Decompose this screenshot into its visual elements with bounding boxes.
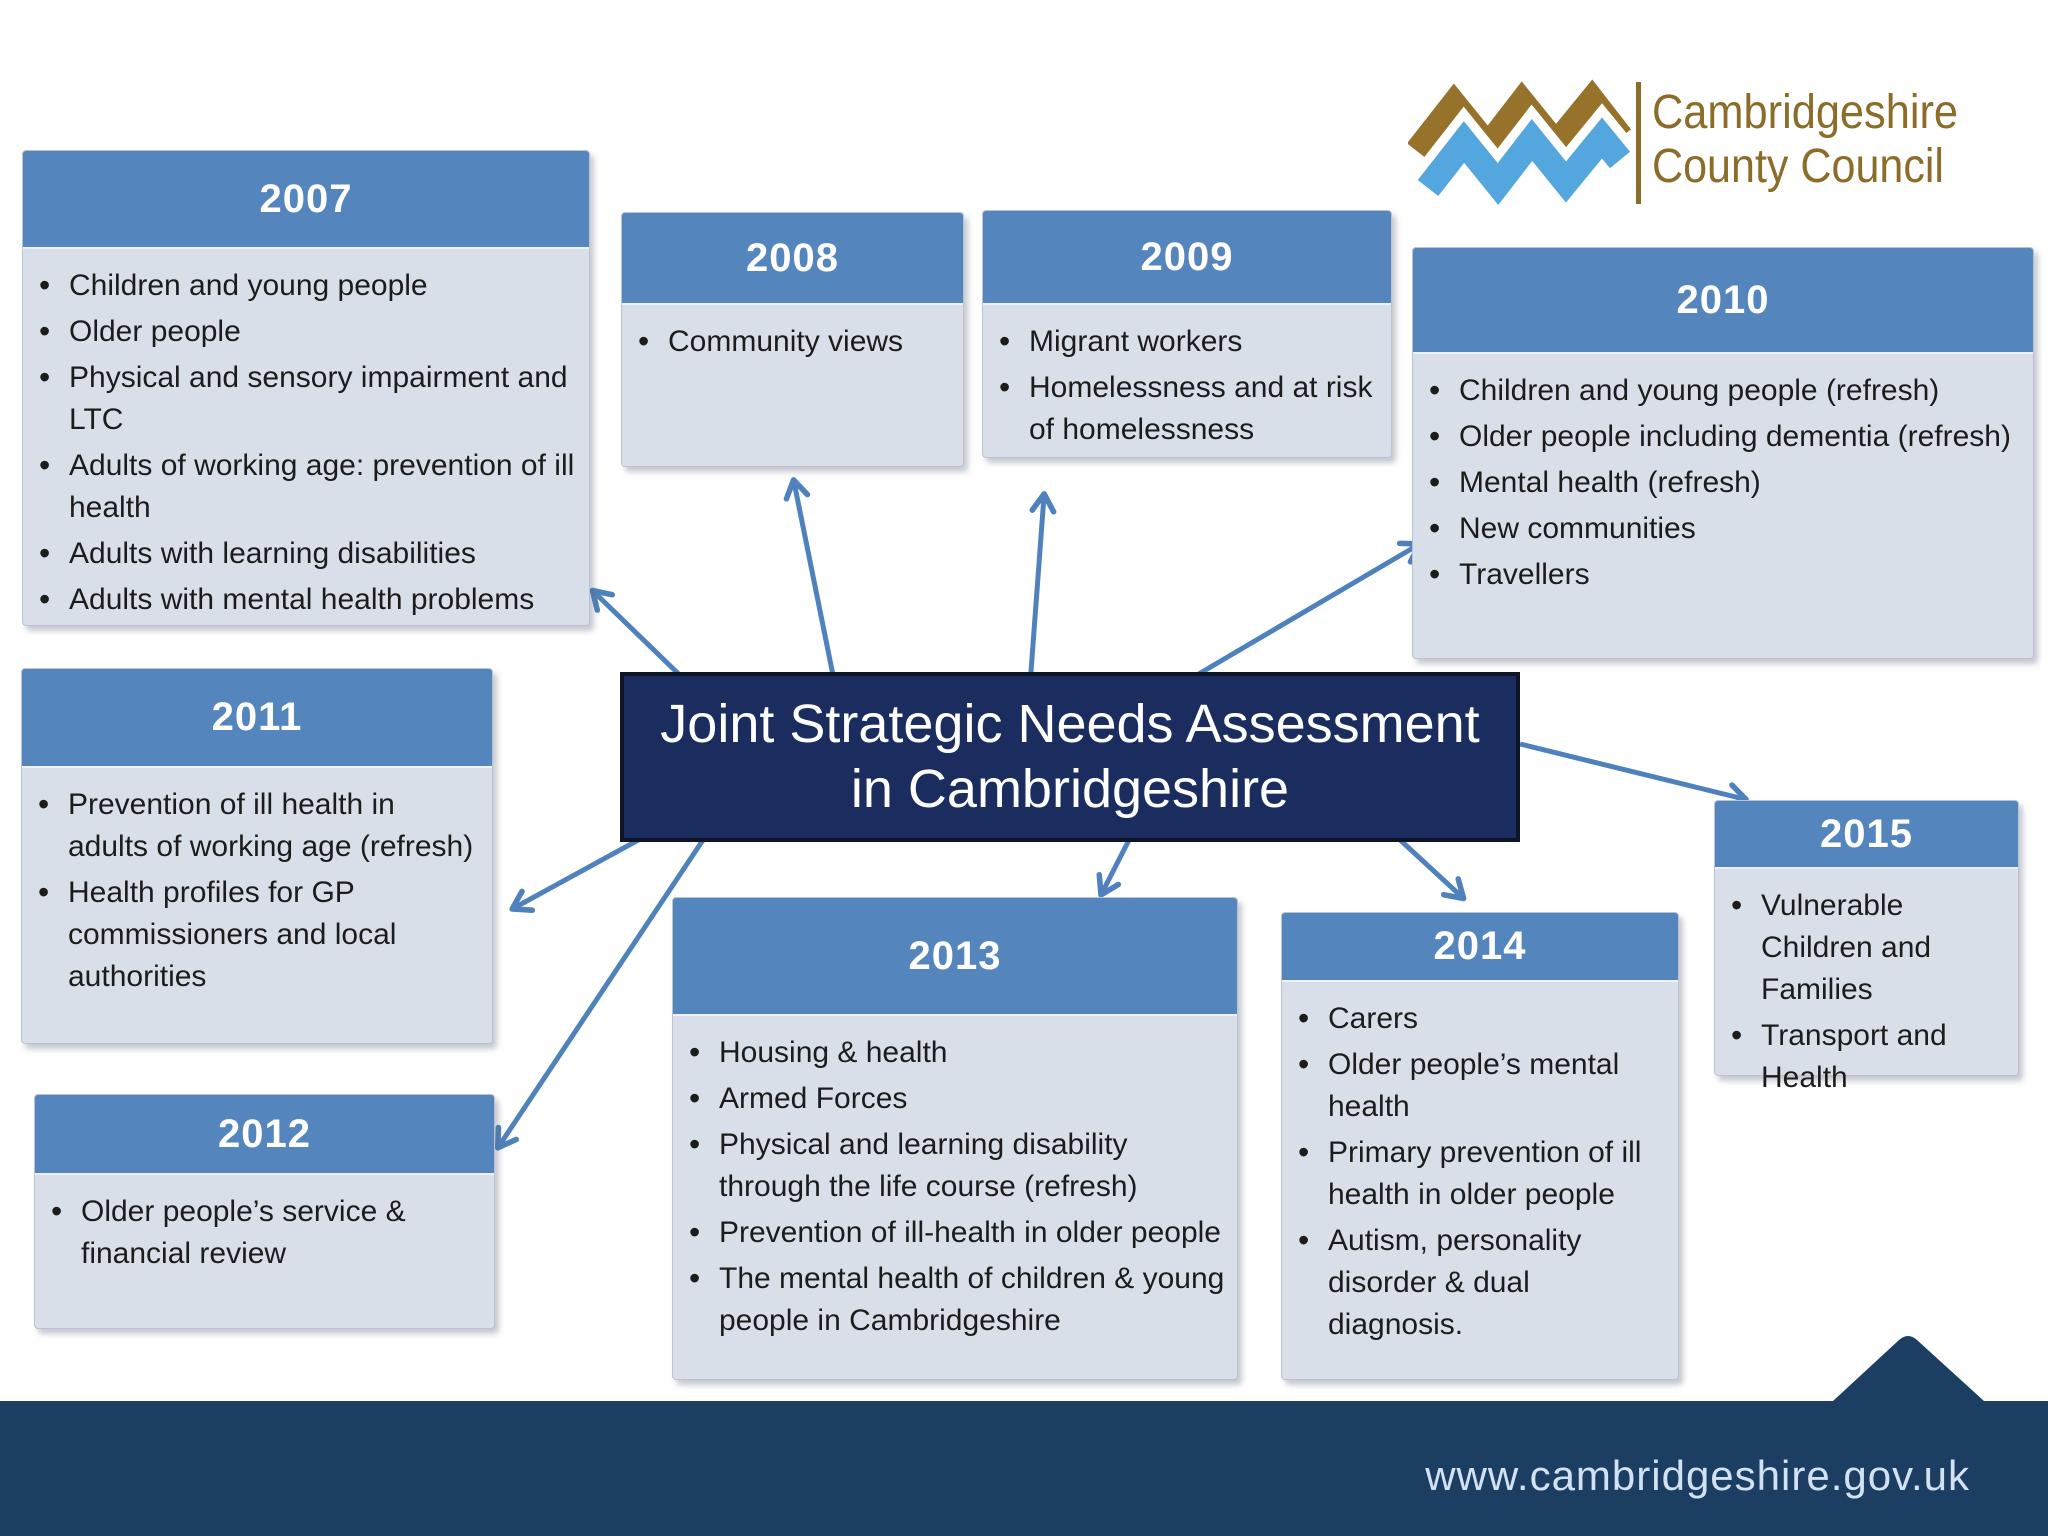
- bullet-item: Transport and Health: [1715, 1013, 2008, 1099]
- arrow-to-2012: [495, 838, 706, 1151]
- logo-zigzag-icon: [1408, 79, 1638, 220]
- center-title-line1: Joint Strategic Needs Assessment: [660, 694, 1480, 755]
- year-box-2007-header: 2007: [23, 151, 589, 249]
- year-box-2010-header: 2010: [1413, 248, 2033, 354]
- bullet-item: Mental health (refresh): [1413, 460, 2023, 505]
- center-title-line2: in Cambridgeshire: [850, 759, 1290, 819]
- center-title-box: Joint Strategic Needs Assessment in Camb…: [620, 672, 1520, 842]
- year-box-2010: 2010 Children and young people (refresh)…: [1412, 247, 2034, 659]
- year-box-2015-header: 2015: [1715, 801, 2018, 869]
- bullet-item: Community views: [622, 319, 953, 364]
- footer-url: www.cambridgeshire.gov.uk: [1425, 1452, 1970, 1499]
- year-box-2011-items: Prevention of ill health in adults of wo…: [22, 768, 492, 998]
- bullet-item: Older people’s service & financial revie…: [35, 1189, 484, 1275]
- year-label-2007: 2007: [259, 176, 353, 221]
- year-label-2014: 2014: [1433, 924, 1527, 968]
- year-box-2009: 2009 Migrant workersHomelessness and at …: [982, 210, 1392, 458]
- year-label-2015: 2015: [1820, 811, 1913, 856]
- footer-peak: [0, 1336, 2048, 1536]
- arrow-to-2009: [1027, 491, 1057, 686]
- bullet-item: Autism, personality disorder & dual diag…: [1282, 1218, 1668, 1346]
- year-box-2013: 2013 Housing & healthArmed ForcesPhysica…: [672, 897, 1238, 1380]
- bullet-item: Adults of working age: prevention of ill…: [23, 443, 579, 529]
- arrow-to-2014: [1396, 836, 1467, 902]
- bullet-item: Older people including dementia (refresh…: [1413, 414, 2023, 459]
- bullet-item: Physical and sensory impairment and LTC: [23, 355, 579, 441]
- arrow-to-2007: [589, 587, 692, 687]
- arrow-to-2015: [1519, 741, 1749, 809]
- logo-divider: [1636, 82, 1641, 204]
- year-label-2010: 2010: [1676, 277, 1770, 322]
- year-box-2008-header: 2008: [622, 213, 963, 305]
- bullet-item: Migrant workers: [983, 319, 1381, 364]
- year-box-2012-items: Older people’s service & financial revie…: [35, 1175, 494, 1275]
- bullet-item: The mental health of children & young pe…: [673, 1256, 1227, 1342]
- bullet-item: Children and young people (refresh): [1413, 368, 2023, 413]
- bullet-item: Older people’s mental health: [1282, 1042, 1668, 1128]
- bullet-item: Physical and learning disability through…: [673, 1122, 1227, 1208]
- logo-text-line1: Cambridgeshire: [1652, 86, 1958, 139]
- arrow-to-2010: [1178, 540, 1423, 688]
- year-box-2013-items: Housing & healthArmed ForcesPhysical and…: [673, 1016, 1237, 1342]
- bullet-item: Adults with learning disabilities: [23, 531, 579, 576]
- footer-band: [0, 1336, 2048, 1536]
- year-label-2009: 2009: [1140, 234, 1234, 279]
- bullet-item: Older people: [23, 309, 579, 354]
- bullet-item: Carers: [1282, 996, 1668, 1041]
- year-box-2014-items: CarersOlder people’s mental healthPrimar…: [1282, 982, 1678, 1346]
- year-box-2008-items: Community views: [622, 305, 963, 364]
- arrow-to-2011: [509, 835, 644, 913]
- bullet-item: Health profiles for GP commissioners and…: [22, 870, 482, 998]
- bullet-item: Armed Forces: [673, 1076, 1227, 1121]
- year-box-2009-items: Migrant workersHomelessness and at risk …: [983, 305, 1391, 451]
- year-label-2008: 2008: [746, 235, 839, 280]
- bullet-item: Primary prevention of ill health in olde…: [1282, 1130, 1668, 1216]
- logo-text-line2: County Council: [1652, 140, 1944, 193]
- year-box-2009-header: 2009: [983, 211, 1391, 305]
- year-box-2008: 2008 Community views: [621, 212, 964, 467]
- bullet-item: Prevention of ill health in adults of wo…: [22, 782, 482, 868]
- year-box-2014-header: 2014: [1282, 913, 1678, 982]
- bullet-item: Adults with mental health problems: [23, 577, 579, 622]
- bullet-item: New communities: [1413, 506, 2023, 551]
- bullet-item: Housing & health: [673, 1030, 1227, 1075]
- year-label-2012: 2012: [218, 1111, 311, 1156]
- arrow-to-2008: [783, 477, 838, 686]
- year-box-2007-items: Children and young peopleOlder peoplePhy…: [23, 249, 589, 622]
- bullet-item: Children and young people: [23, 263, 579, 308]
- bullet-item: Homelessness and at risk of homelessness: [983, 365, 1381, 451]
- year-box-2015: 2015 Vulnerable Children and FamiliesTra…: [1714, 800, 2019, 1094]
- bullet-item: Prevention of ill-health in older people: [673, 1210, 1227, 1255]
- year-box-2012-header: 2012: [35, 1095, 494, 1175]
- year-box-2011-header: 2011: [22, 669, 492, 768]
- bullet-item: Vulnerable Children and Families: [1715, 883, 2008, 1011]
- year-label-2013: 2013: [908, 933, 1002, 978]
- year-box-2007: 2007 Children and young peopleOlder peop…: [22, 150, 590, 626]
- year-box-2011: 2011 Prevention of ill health in adults …: [21, 668, 493, 1044]
- year-box-2010-items: Children and young people (refresh)Older…: [1413, 354, 2033, 597]
- council-logo: Cambridgeshire County Council: [1408, 79, 1958, 220]
- year-box-2013-header: 2013: [673, 898, 1237, 1016]
- arrow-to-2013: [1096, 836, 1133, 898]
- bullet-item: Travellers: [1413, 552, 2023, 597]
- year-box-2012: 2012 Older people’s service & financial …: [34, 1094, 495, 1329]
- year-box-2015-items: Vulnerable Children and FamiliesTranspor…: [1715, 869, 2018, 1099]
- year-box-2014: 2014 CarersOlder people’s mental healthP…: [1281, 912, 1679, 1380]
- year-label-2011: 2011: [211, 695, 303, 739]
